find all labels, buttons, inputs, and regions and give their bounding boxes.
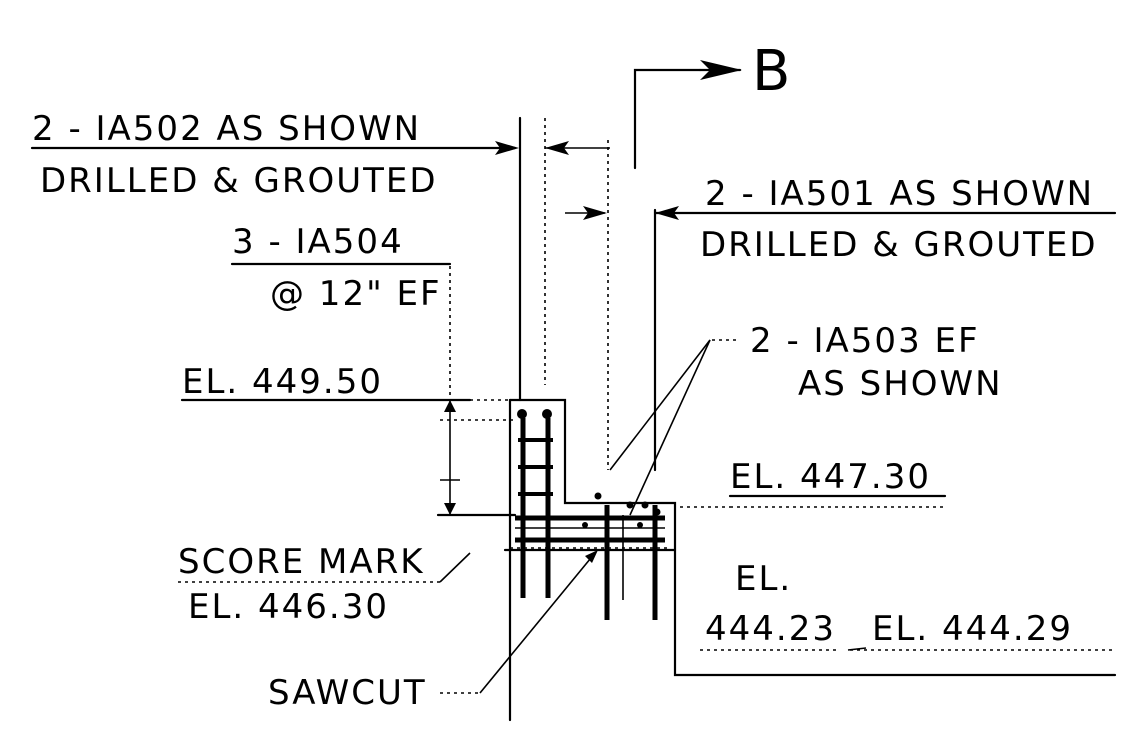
el-444-23-label: 444.23 [705,609,836,649]
section-marker-label: B [752,39,790,104]
callout-1a504: 3 - IA504 @ 12" EF [230,222,452,400]
elevation-447-30: EL. 447.30 [680,457,947,508]
score-mark-label: SCORE MARK [178,542,425,582]
sawcut-label: SAWCUT [268,673,427,713]
section-cut-marker: B [633,39,790,170]
el-449-50-label: EL. 449.50 [182,362,383,402]
concrete-section [503,398,1117,722]
el-447-30-label: EL. 447.30 [730,457,931,497]
callout-1a502-bottom: DRILLED & GROUTED [40,161,438,201]
callout-1a503-top: 2 - IA503 EF [750,321,980,361]
elevation-444: EL. 444.23 EL. 444.29 [700,559,1115,651]
callout-1a503-bottom: AS SHOWN [798,364,1003,404]
rebar [515,409,665,620]
el-446-30-label: EL. 446.30 [188,587,389,627]
callout-1a502: 2 - IA502 AS SHOWN DRILLED & GROUTED [30,109,610,201]
callout-1a502-top: 2 - IA502 AS SHOWN [32,109,421,149]
sawcut-callout: SAWCUT [268,550,598,713]
elevation-449-50: EL. 449.50 [180,362,517,517]
callout-1a501-bottom: DRILLED & GROUTED [700,225,1098,265]
callout-1a501: 2 - IA501 AS SHOWN DRILLED & GROUTED [565,174,1117,265]
callout-1a504-top: 3 - IA504 [232,222,404,262]
elevation-446-30: SCORE MARK EL. 446.30 [178,542,471,627]
callout-1a501-top: 2 - IA501 AS SHOWN [705,174,1094,214]
existing-wall [518,116,657,472]
callout-1a504-bottom: @ 12" EF [270,274,442,314]
el-444-29-label: EL. 444.29 [872,609,1073,649]
el-prefix-label: EL. [735,559,792,599]
callout-1a503: 2 - IA503 EF AS SHOWN [609,321,1003,516]
